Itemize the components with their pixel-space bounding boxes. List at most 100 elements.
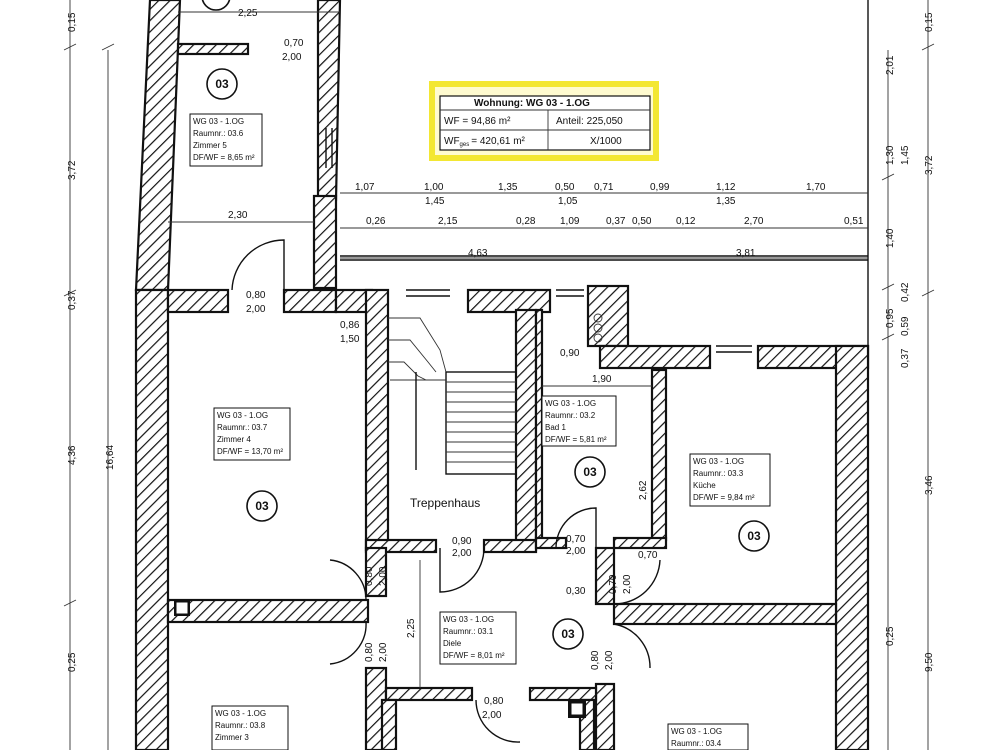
room-label-zimmer3: WG 03 - 1.OG Raumnr.: 03.8 Zimmer 3 [211,705,289,750]
dim-right-inner-9: 0,25 [885,626,896,646]
dim-door-a: 0,70 [284,38,304,49]
dim-door-g: 0,80 [364,566,375,586]
svg-text:Raumnr.: 03.6: Raumnr.: 03.6 [193,129,244,138]
walls [134,0,870,750]
dim-door-f2: 2,00 [622,574,633,594]
dim-door-f: 0,70 [608,574,619,594]
dim-right-inner-1: 2,01 [885,55,896,75]
svg-text:Raumnr.: 03.3: Raumnr.: 03.3 [693,469,744,478]
unit-marker-4: 03 [738,520,770,552]
room-label-kueche: WG 03 - 1.OG Raumnr.: 03.3 Küche DF/WF =… [689,453,771,507]
dim-left-2: 3,72 [67,160,78,180]
dim-door-g2: 2,00 [378,566,389,586]
svg-text:Zimmer 5: Zimmer 5 [193,141,227,150]
room-label-zimmer5: WG 03 - 1.OG Raumnr.: 03.6 Zimmer 5 DF/W… [189,113,263,167]
summary-wf: WF = 94,86 m² [444,116,511,127]
dim-top-r2-7: 0,12 [676,216,696,227]
dim-bad-h: 2,62 [638,480,649,500]
dim-win: 0,86 [340,320,360,331]
svg-text:DF/WF = 8,65 m²: DF/WF = 8,65 m² [193,153,255,162]
dim-bad-a: 0,90 [560,348,580,359]
dim-top-5: 0,71 [594,182,614,193]
dim-right-outer-3: 3,46 [924,475,935,495]
dim-door-h: 0,80 [364,642,375,662]
top-dimension-chains: 1,07 1,00 1,35 0,50 0,71 0,99 1,12 1,70 … [178,11,868,259]
right-dimension-chain: 0,15 3,72 3,46 9,50 2,01 1,30 1,45 1,40 … [881,0,935,750]
dim-top-r2-3: 0,28 [516,216,536,227]
svg-text:Diele: Diele [443,639,462,648]
dim-top-1b-1: 1,45 [425,196,445,207]
dim-room-w: 2,30 [228,210,248,221]
dim-left-1: 0,15 [67,12,78,32]
dim-top-r2-4: 1,09 [560,216,580,227]
apartment-summary-box: Wohnung: WG 03 - 1.OG WF = 94,86 m² Ante… [429,81,659,161]
dim-door-a2: 2,00 [282,52,302,63]
dim-door-h2: 2,00 [378,642,389,662]
dim-left-4: 4,36 [67,445,78,465]
dim-right-outer-1: 0,15 [924,12,935,32]
dim-door-b2: 2,00 [246,304,266,315]
dim-top-1b-3: 1,35 [716,196,736,207]
dim-right-inner-4: 1,40 [885,228,896,248]
dim-left-3: 0,37 [67,290,78,310]
shafts [174,313,603,718]
room-label-034: WG 03 - 1.OG Raumnr.: 03.4 [667,723,749,750]
dim-right-inner-5: 0,95 [885,308,896,328]
dim-top-r2-8: 2,70 [744,216,764,227]
svg-text:DF/WF = 8,01 m²: DF/WF = 8,01 m² [443,651,505,660]
room-label-diele: WG 03 - 1.OG Raumnr.: 03.1 Diele DF/WF =… [439,611,517,665]
svg-text:Raumnr.: 03.7: Raumnr.: 03.7 [217,423,268,432]
dim-top-8: 1,70 [806,182,826,193]
dim-top-r3-1: 4,63 [468,248,488,259]
dim-top-6: 0,99 [650,182,670,193]
dim-top-7: 1,12 [716,182,736,193]
svg-text:Zimmer 4: Zimmer 4 [217,435,251,444]
dim-top-225: 2,25 [238,8,258,19]
dim-right-inner-2: 1,30 [885,145,896,165]
summary-anteil: Anteil: 225,050 [556,116,623,127]
svg-text:03: 03 [255,499,269,513]
dim-right-inner-8: 0,42 [900,282,911,302]
dim-door-b: 0,80 [246,290,266,301]
dim-door-d2: 2,00 [566,546,586,557]
dim-top-r2-1: 0,26 [366,216,386,227]
svg-text:WG 03 - 1.OG: WG 03 - 1.OG [193,117,244,126]
dim-right-inner-7: 0,59 [900,316,911,336]
dim-diele-h: 2,25 [406,618,417,638]
door-swings [231,239,661,743]
svg-text:Raumnr.: 03.2: Raumnr.: 03.2 [545,411,596,420]
dim-door-k: 0,80 [484,696,504,707]
unit-marker-2: 03 [246,490,278,522]
dim-door-j: 0,80 [590,650,601,670]
dim-top-r2-2: 2,15 [438,216,458,227]
unit-marker-top [201,0,231,11]
dim-door-k2: 2,00 [482,710,502,721]
staircase: Treppenhaus [388,317,517,510]
svg-text:WG 03 - 1.OG: WG 03 - 1.OG [693,457,744,466]
dim-left-5: 0,25 [67,652,78,672]
svg-text:WG 03 - 1.OG: WG 03 - 1.OG [671,727,722,736]
summary-title: Wohnung: WG 03 - 1.OG [474,98,590,109]
dim-top-r2-9: 0,51 [844,216,864,227]
dim-right-inner-6: 0,37 [900,348,911,368]
dim-top-r3-2: 3,81 [736,248,756,259]
left-dimension-chain: 0,15 3,72 0,37 4,36 0,25 16,64 [63,0,116,750]
unit-marker-3: 03 [574,456,606,488]
svg-text:WG 03 - 1.OG: WG 03 - 1.OG [215,709,266,718]
dim-door-e: 0,70 [638,550,658,561]
unit-marker-5: 03 [552,618,584,650]
svg-text:WG 03 - 1.OG: WG 03 - 1.OG [443,615,494,624]
windows [325,128,868,353]
dim-door-c2: 2,00 [452,548,472,559]
dim-door-c: 0,90 [452,536,472,547]
svg-text:03: 03 [215,77,229,91]
svg-text:DF/WF = 9,84 m²: DF/WF = 9,84 m² [693,493,755,502]
dim-top-1: 1,07 [355,182,375,193]
svg-text:WG 03 - 1.OG: WG 03 - 1.OG [217,411,268,420]
unit-marker-1: 03 [206,68,238,100]
dim-left-total: 16,64 [105,445,116,470]
dim-win2: 1,50 [340,334,360,345]
room-label-bad1: WG 03 - 1.OG Raumnr.: 03.2 Bad 1 DF/WF =… [541,395,617,447]
dim-top-4: 0,50 [555,182,575,193]
